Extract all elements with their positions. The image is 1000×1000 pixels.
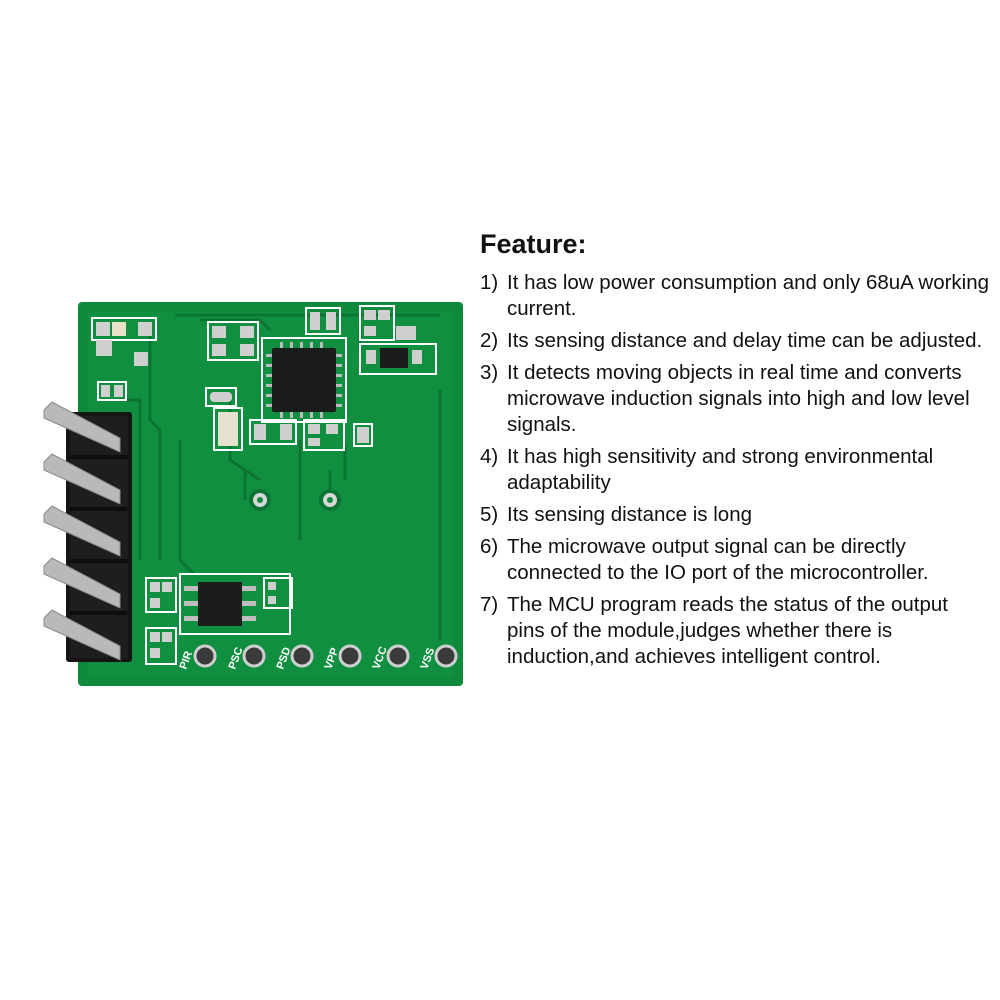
pin-pads bbox=[193, 644, 458, 668]
pin-header bbox=[43, 401, 132, 662]
feature-panel: Feature: 1) It has low power consumption … bbox=[480, 228, 990, 676]
feature-number: 6) bbox=[480, 535, 499, 558]
feature-item: 5) Its sensing distance is long bbox=[480, 502, 990, 528]
pin-label-pir: PIR bbox=[178, 650, 196, 671]
feature-text: Its sensing distance and delay time can … bbox=[507, 329, 983, 352]
feature-text: The microwave output signal can be direc… bbox=[507, 535, 929, 584]
feature-number: 1) bbox=[480, 271, 499, 294]
feature-text: It detects moving objects in real time a… bbox=[507, 361, 970, 436]
feature-item: 4) It has high sensitivity and strong env… bbox=[480, 444, 990, 496]
feature-number: 2) bbox=[480, 329, 499, 352]
qfn-chip bbox=[261, 337, 347, 423]
feature-item: 1) It has low power consumption and only … bbox=[480, 270, 990, 322]
feature-item: 2) Its sensing distance and delay time ca… bbox=[480, 328, 990, 354]
feature-number: 5) bbox=[480, 503, 499, 526]
feature-list: 1) It has low power consumption and only … bbox=[480, 270, 990, 670]
feature-text: It has high sensitivity and strong envir… bbox=[507, 445, 934, 494]
feature-item: 3) It detects moving objects in real time… bbox=[480, 360, 990, 438]
feature-text: It has low power consumption and only 68… bbox=[507, 271, 990, 320]
feature-number: 3) bbox=[480, 361, 499, 384]
pcb-board: PIR PSC PSD VPP VCC VSS bbox=[78, 302, 463, 686]
feature-number: 4) bbox=[480, 445, 499, 468]
feature-heading: Feature: bbox=[480, 229, 587, 259]
feature-item: 6) The microwave output signal can be dir… bbox=[480, 534, 990, 586]
feature-text: The MCU program reads the status of the … bbox=[507, 593, 948, 668]
feature-number: 7) bbox=[480, 593, 499, 616]
feature-item: 7) The MCU program reads the status of th… bbox=[480, 592, 990, 670]
feature-text: Its sensing distance is long bbox=[507, 503, 752, 526]
